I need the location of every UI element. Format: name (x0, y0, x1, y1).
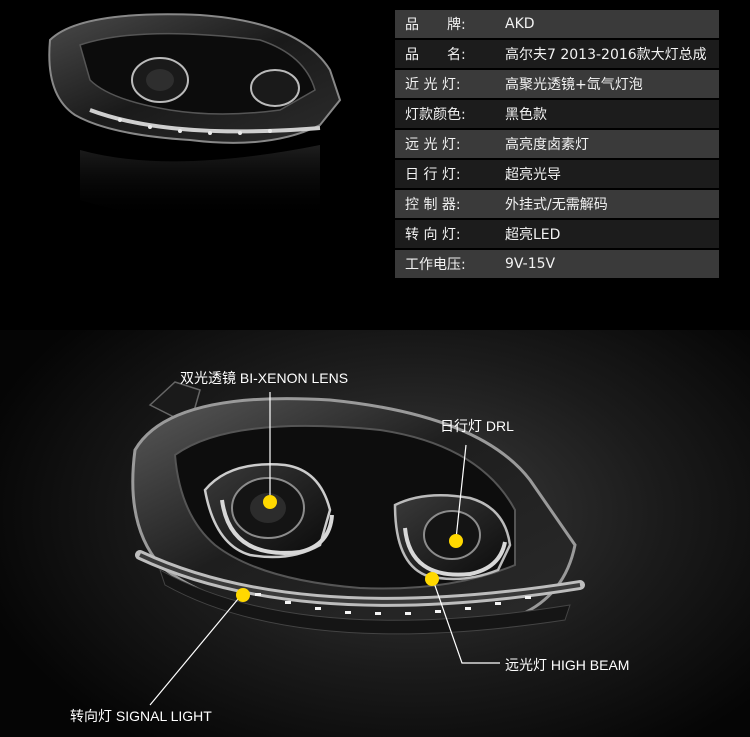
spec-key: 品 名: (405, 47, 466, 63)
spec-key: 转 向 灯: (405, 227, 461, 243)
drl-leader-line (455, 444, 467, 540)
spec-row-turn-signal: 转 向 灯: 超亮LED (395, 220, 719, 248)
callout-bi-xenon-lens: 双光透镜 BI-XENON LENS (180, 370, 349, 386)
spec-value: 外挂式/无需解码 (505, 197, 608, 213)
spec-row-product-name: 品 名: 高尔夫7 2013-2016款大灯总成 (395, 40, 719, 68)
callout-drl: 日行灯 DRL (440, 418, 514, 434)
high-beam-marker-dot (425, 572, 439, 586)
spec-key: 控 制 器: (405, 197, 461, 213)
spec-row-high-beam: 远 光 灯: 高亮度卤素灯 (395, 130, 719, 158)
spec-row-color: 灯款颜色: 黑色款 (395, 100, 719, 128)
headlight-photo-large (131, 381, 585, 706)
spec-value: 高聚光透镜+氙气灯泡 (505, 77, 643, 93)
spec-value: 高尔夫7 2013-2016款大灯总成 (505, 47, 707, 63)
spec-value: 高亮度卤素灯 (505, 137, 589, 153)
lens-marker-dot (263, 495, 277, 509)
spec-key: 品 牌: (405, 17, 466, 33)
feature-section: 双光透镜 BI-XENON LENS 日行灯 DRL 远光灯 HIGH BEAM… (0, 330, 750, 737)
spec-value: 黑色款 (505, 107, 547, 123)
spec-value: 超亮LED (505, 227, 561, 243)
drl-marker-dot (449, 534, 463, 548)
spec-value: 9V-15V (505, 256, 556, 272)
spec-key: 近 光 灯: (405, 77, 461, 93)
spec-key: 灯款颜色: (405, 107, 466, 123)
spec-value: 超亮光导 (505, 167, 561, 183)
high-beam-leader-line (431, 576, 500, 664)
spec-row-controller: 控 制 器: 外挂式/无需解码 (395, 190, 719, 218)
signal-marker-dot (236, 588, 250, 602)
spec-row-voltage: 工作电压: 9V-15V (395, 250, 719, 278)
callout-signal-light: 转向灯 SIGNAL LIGHT (70, 708, 212, 724)
signal-leader-line (149, 592, 244, 706)
spec-table: 品 牌: AKD 品 名: 高尔夫7 2013-2016款大灯总成 近 光 灯:… (395, 10, 719, 280)
spec-key: 远 光 灯: (405, 137, 461, 153)
callout-high-beam: 远光灯 HIGH BEAM (505, 657, 630, 673)
spec-row-brand: 品 牌: AKD (395, 10, 719, 38)
spec-key: 工作电压: (405, 257, 466, 273)
spec-section: 品 牌: AKD 品 名: 高尔夫7 2013-2016款大灯总成 近 光 灯:… (0, 0, 750, 320)
headlight-photo-small (48, 13, 342, 221)
spec-row-drl: 日 行 灯: 超亮光导 (395, 160, 719, 188)
spec-key: 日 行 灯: (405, 167, 461, 183)
spec-value: AKD (505, 16, 535, 32)
spec-row-low-beam: 近 光 灯: 高聚光透镜+氙气灯泡 (395, 70, 719, 98)
